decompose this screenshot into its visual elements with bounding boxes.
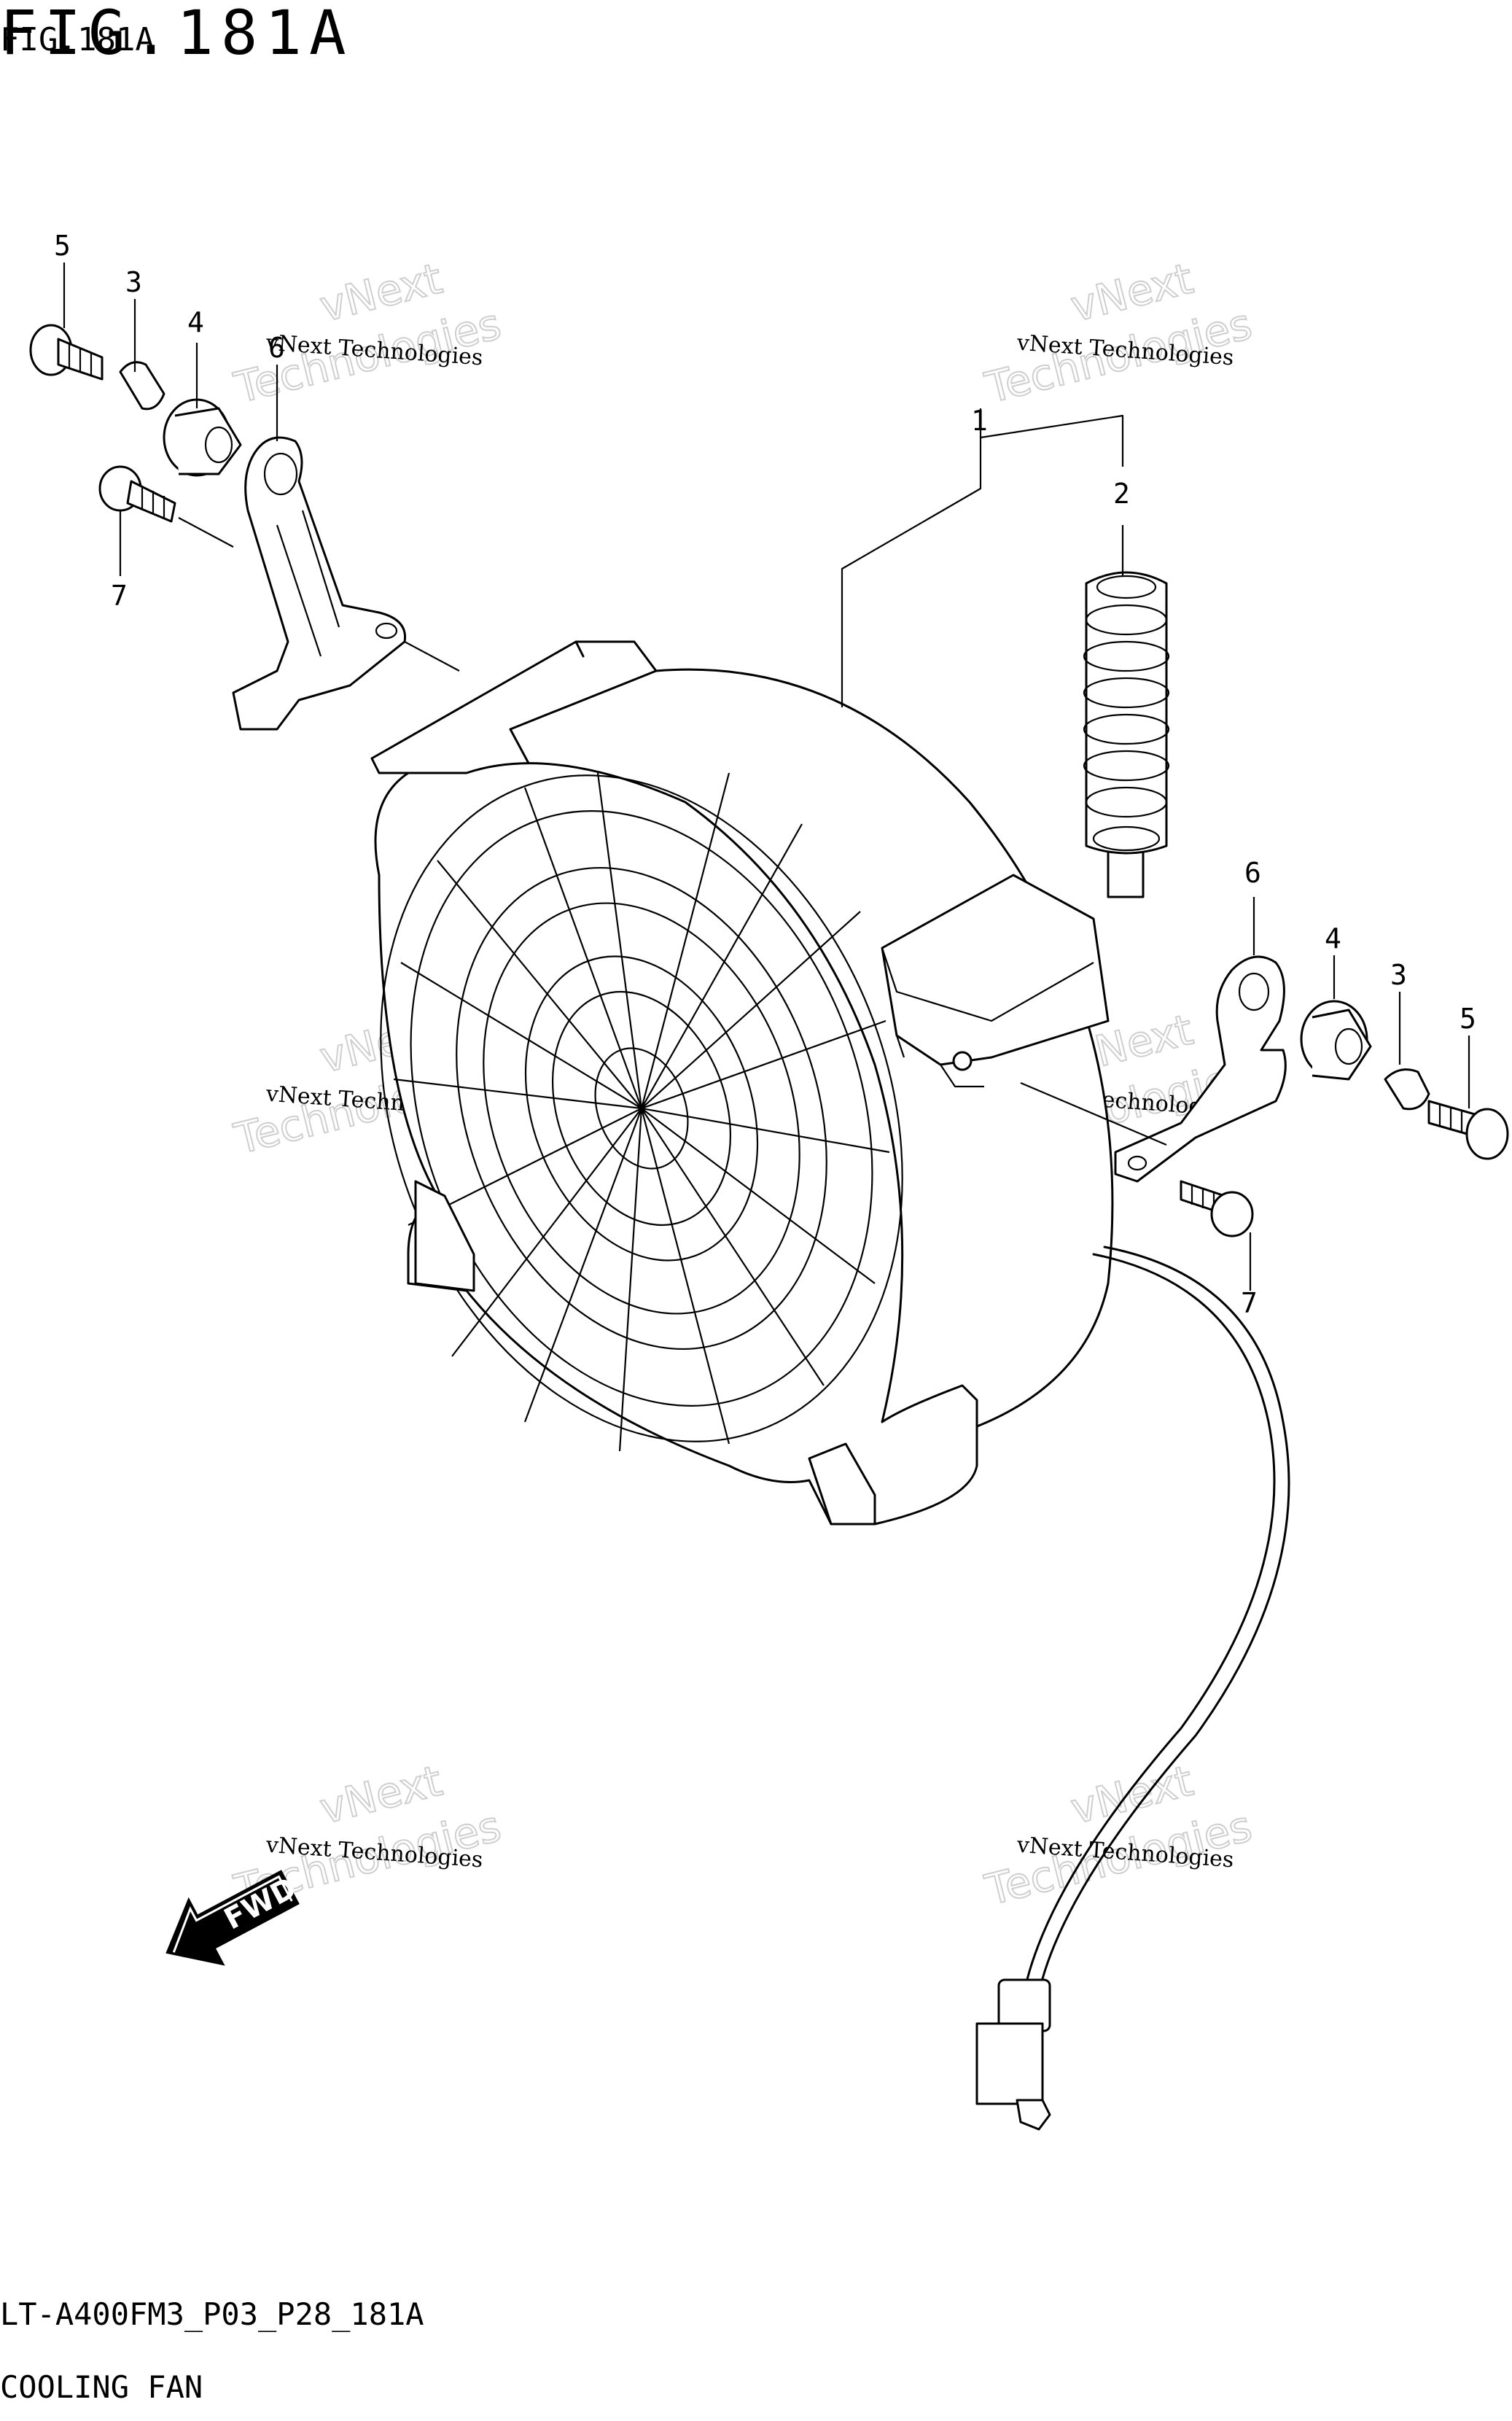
bolt-7-left	[98, 465, 176, 523]
shroud-mounting-lug-left	[414, 1180, 475, 1292]
bracket-left-hole-top	[263, 452, 298, 496]
fan-connector-plug	[975, 2022, 1044, 2105]
bracket-right-hole-bottom	[1127, 1155, 1147, 1171]
collar-3-right	[1384, 1068, 1430, 1111]
fan-grille-ring-outer	[380, 774, 903, 1442]
fan-connector-latch	[1016, 2099, 1051, 2131]
shroud-mounting-lug-bottom	[808, 1442, 876, 1526]
callout-5-left: 5	[54, 230, 71, 262]
cooling-fan-assembly	[370, 640, 1114, 1526]
watermark-top-right: vNext Technologies vNext Technologies	[980, 253, 1258, 414]
fasteners-right	[1180, 1000, 1509, 1237]
callout-labels: 5 3 4 6 7 1 2 6 4 3 5 7	[54, 230, 1476, 1319]
bolt-5-left	[29, 324, 104, 381]
cushion-4-right	[1300, 1000, 1372, 1081]
rubber-boot	[1083, 571, 1170, 898]
section-name: COOLING FAN	[0, 2369, 203, 2405]
housing-connector-block-detail	[881, 947, 1094, 1088]
bolt-7-right	[1180, 1180, 1254, 1237]
housing-connector-hole	[952, 1051, 973, 1071]
figure-title: FIG.181A	[0, 0, 354, 69]
fwd-arrow: FWD	[165, 1870, 302, 1966]
callout-6-right: 6	[1244, 857, 1261, 889]
bracket-left	[232, 436, 407, 731]
bracket-left-hole-side	[375, 622, 398, 640]
fan-grille-spokes	[393, 772, 890, 1452]
model-code: LT-A400FM3_P03_P28_181A	[0, 2296, 424, 2332]
fan-wire	[1019, 1253, 1276, 2014]
callout-7-right: 7	[1241, 1287, 1258, 1319]
callout-6-left: 6	[268, 332, 285, 364]
leader-lines	[63, 263, 1470, 1291]
bolt-5-right	[1427, 1100, 1509, 1160]
callout-7-left: 7	[111, 580, 128, 612]
callout-4-right: 4	[1325, 922, 1341, 955]
callout-5-right: 5	[1460, 1003, 1476, 1035]
bracket-right-hole-top	[1238, 972, 1270, 1011]
fasteners-left	[29, 324, 242, 523]
callout-4-left: 4	[187, 306, 204, 338]
cushion-4-left	[163, 398, 242, 477]
housing-connector-block	[881, 874, 1110, 1066]
callout-3-right: 3	[1390, 959, 1407, 991]
fwd-arrow-shape	[165, 1870, 300, 1966]
bracket-right-body	[1114, 955, 1287, 1183]
figure-subtitle: FIG.181A	[0, 21, 155, 58]
collar-3-left	[119, 361, 165, 411]
callout-3-left: 3	[125, 266, 142, 298]
fan-wire-harness	[975, 1246, 1290, 2131]
callout-2: 2	[1113, 478, 1130, 510]
bracket-right	[1114, 955, 1287, 1183]
callout-1: 1	[971, 405, 988, 437]
watermark-low-right: vNext Technologies vNext Technologies	[980, 1755, 1258, 1916]
bracket-left-body	[232, 436, 407, 731]
